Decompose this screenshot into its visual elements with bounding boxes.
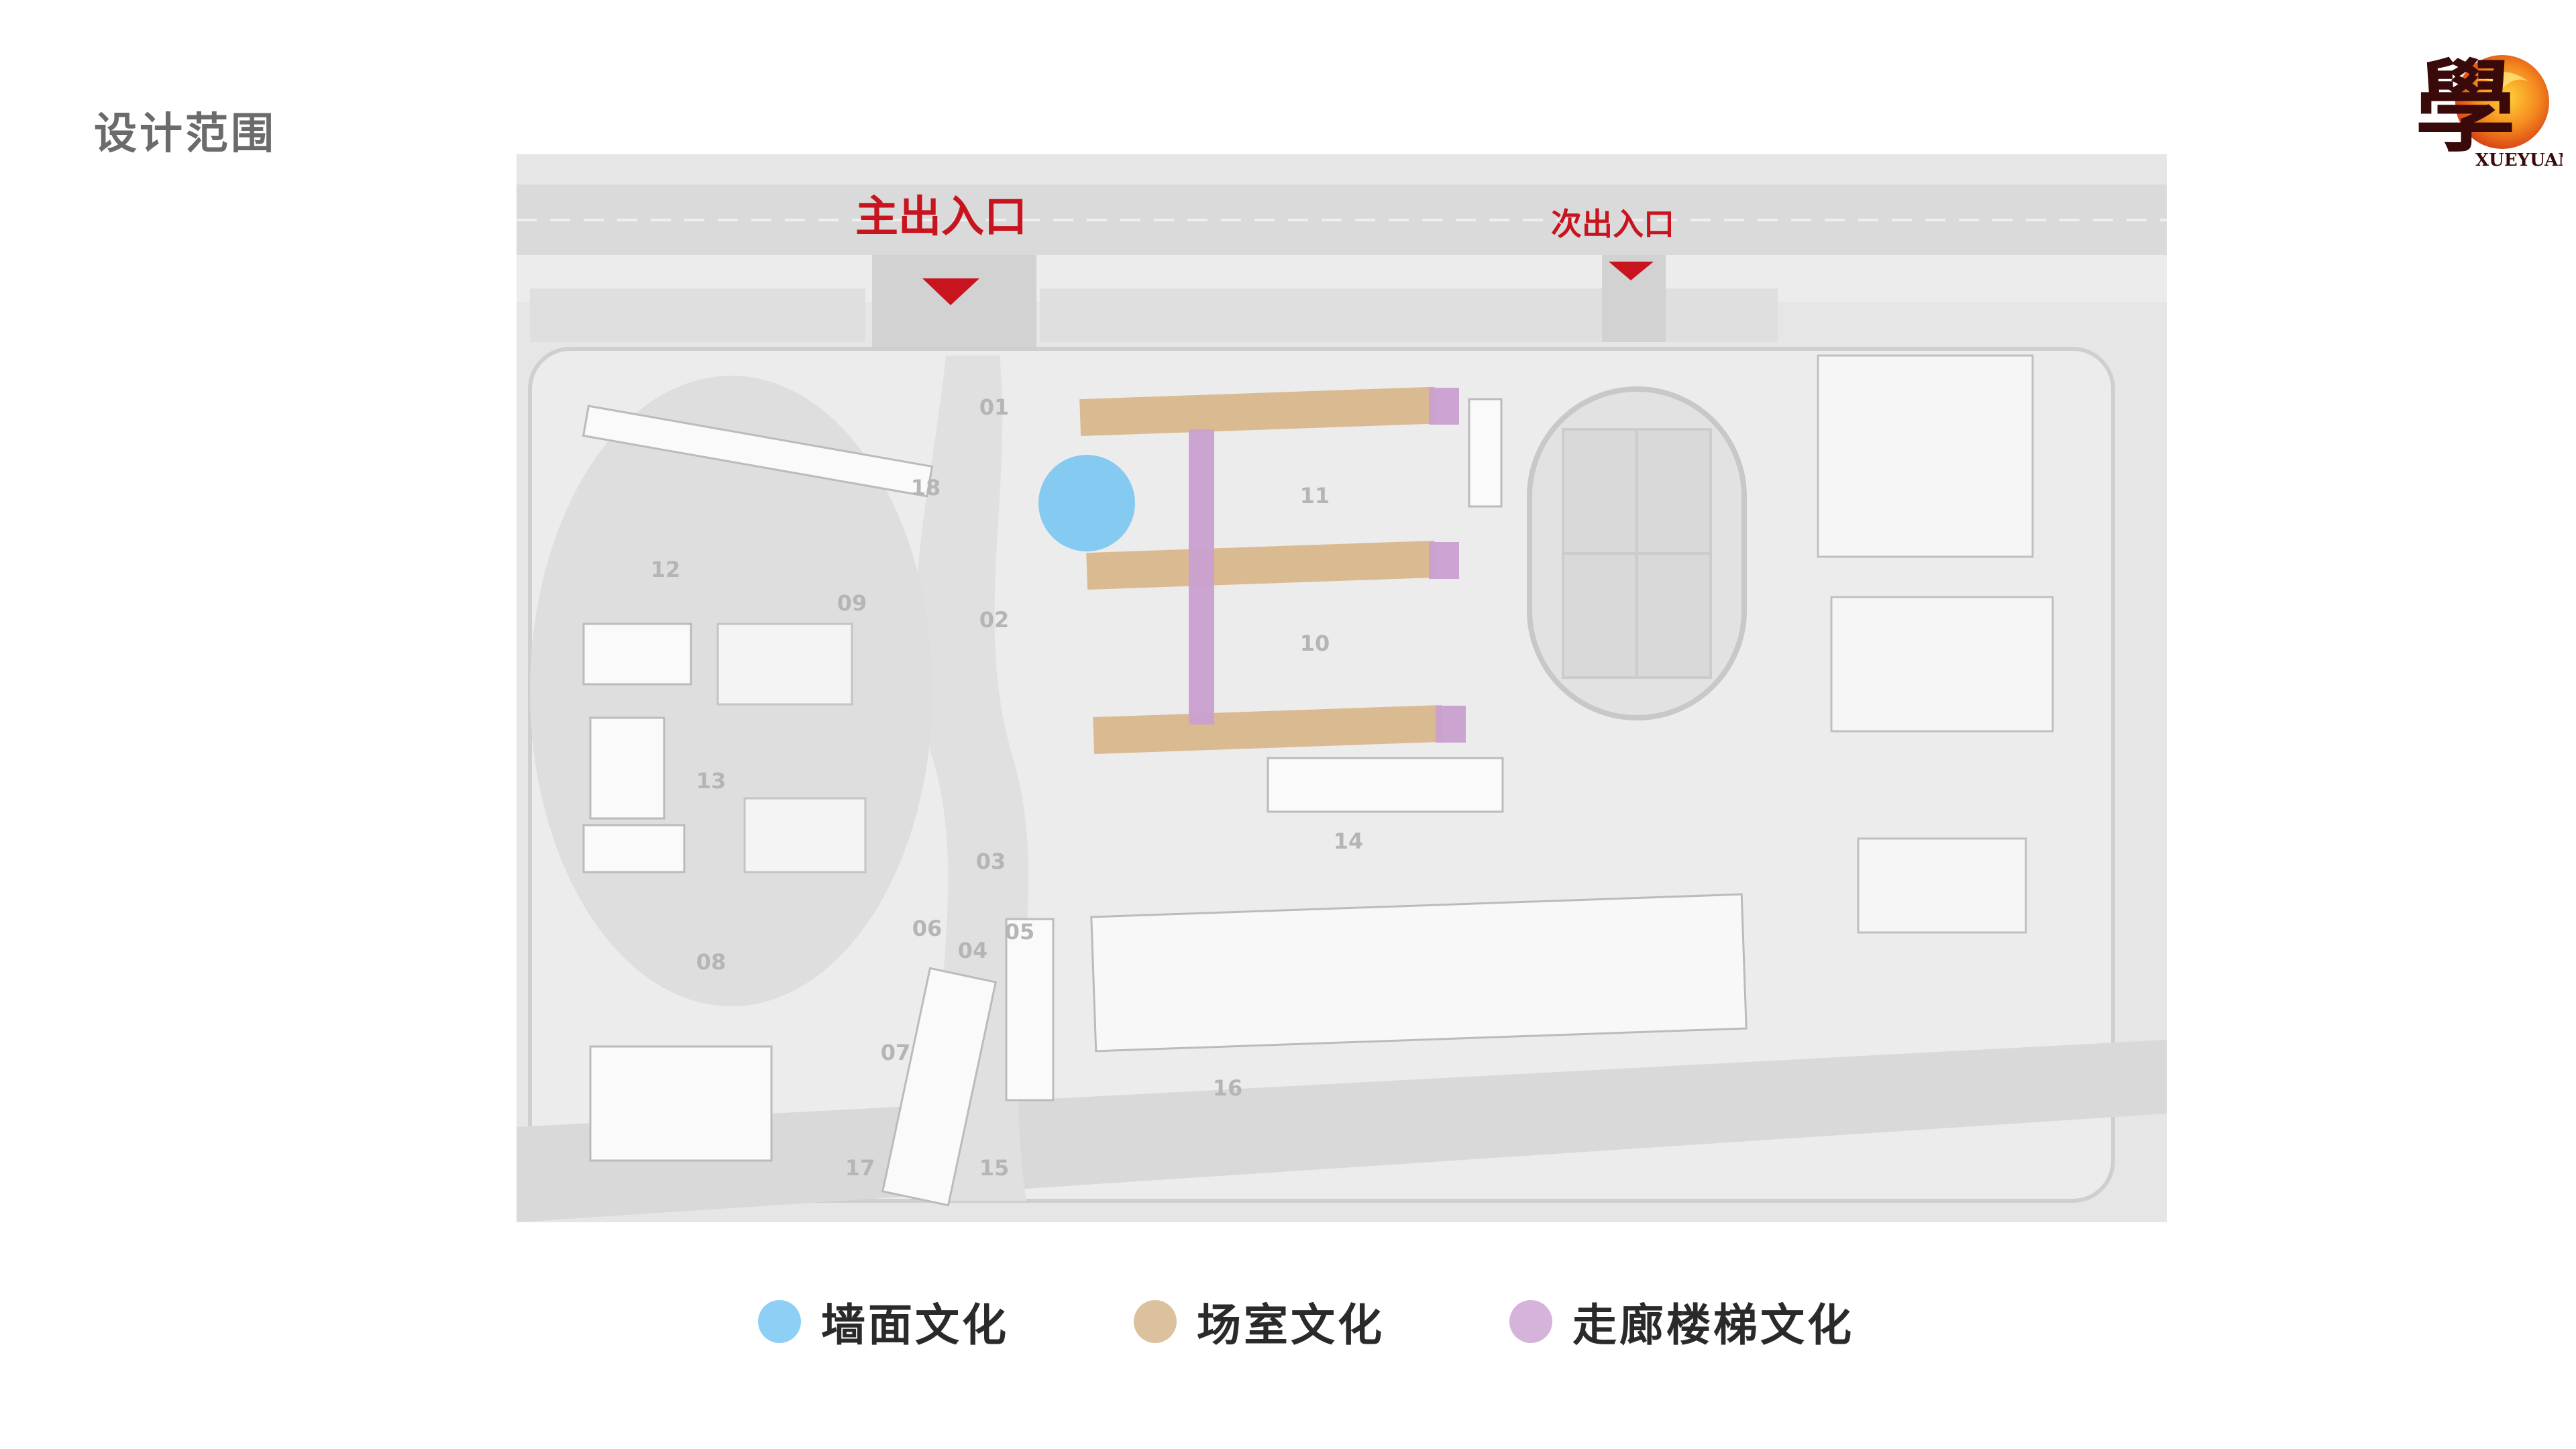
legend-label: 走廊楼梯文化 <box>1572 1299 1854 1351</box>
logo-glyph: 學 <box>2415 48 2516 166</box>
zone-label: 05 <box>1005 919 1035 945</box>
legend-dot-blue <box>758 1300 801 1343</box>
zone-label: 18 <box>911 475 941 500</box>
zone-label: 02 <box>979 607 1010 633</box>
zone-label: 15 <box>979 1155 1010 1181</box>
zone-label: 13 <box>696 768 727 794</box>
legend-item-room-culture: 场室文化 <box>1134 1288 1385 1355</box>
zone-label: 14 <box>1334 828 1364 854</box>
zone-label: 01 <box>979 394 1010 420</box>
zone-label: 04 <box>958 938 988 963</box>
map-legend: 墙面文化 场室文化 走廊楼梯文化 <box>0 1288 2576 1355</box>
legend-label: 墙面文化 <box>821 1299 1009 1351</box>
legend-item-wall-culture: 墙面文化 <box>758 1288 1009 1355</box>
secondary-entrance-label: 次出入口 <box>1551 206 1674 242</box>
zone-label: 11 <box>1300 483 1330 508</box>
main-entrance-marker <box>922 278 979 305</box>
secondary-entrance-marker <box>1609 262 1654 280</box>
zone-label: 03 <box>976 849 1006 874</box>
zone-label: 12 <box>651 557 681 582</box>
zone-label: 17 <box>845 1155 875 1181</box>
zone-label: 16 <box>1213 1075 1243 1101</box>
zone-label: 10 <box>1300 631 1330 656</box>
main-entrance-label: 主出入口 <box>855 193 1027 242</box>
legend-dot-purple <box>1509 1300 1552 1343</box>
legend-item-corridor-culture: 走廊楼梯文化 <box>1509 1288 1854 1355</box>
zone-label: 06 <box>912 916 943 941</box>
legend-label: 场室文化 <box>1197 1299 1385 1351</box>
page-title: 设计范围 <box>94 109 276 159</box>
campus-site-plan: 主出入口 次出入口 01 02 03 04 05 06 07 08 09 10 … <box>517 154 2167 1222</box>
zone-label: 07 <box>881 1040 911 1065</box>
zone-label: 09 <box>837 590 867 616</box>
zone-label: 08 <box>696 949 727 975</box>
xueyuan-logo: 學 XUEYUAN <box>2402 42 2574 176</box>
logo-text: XUEYUAN <box>2475 150 2563 170</box>
legend-dot-tan <box>1134 1300 1177 1343</box>
